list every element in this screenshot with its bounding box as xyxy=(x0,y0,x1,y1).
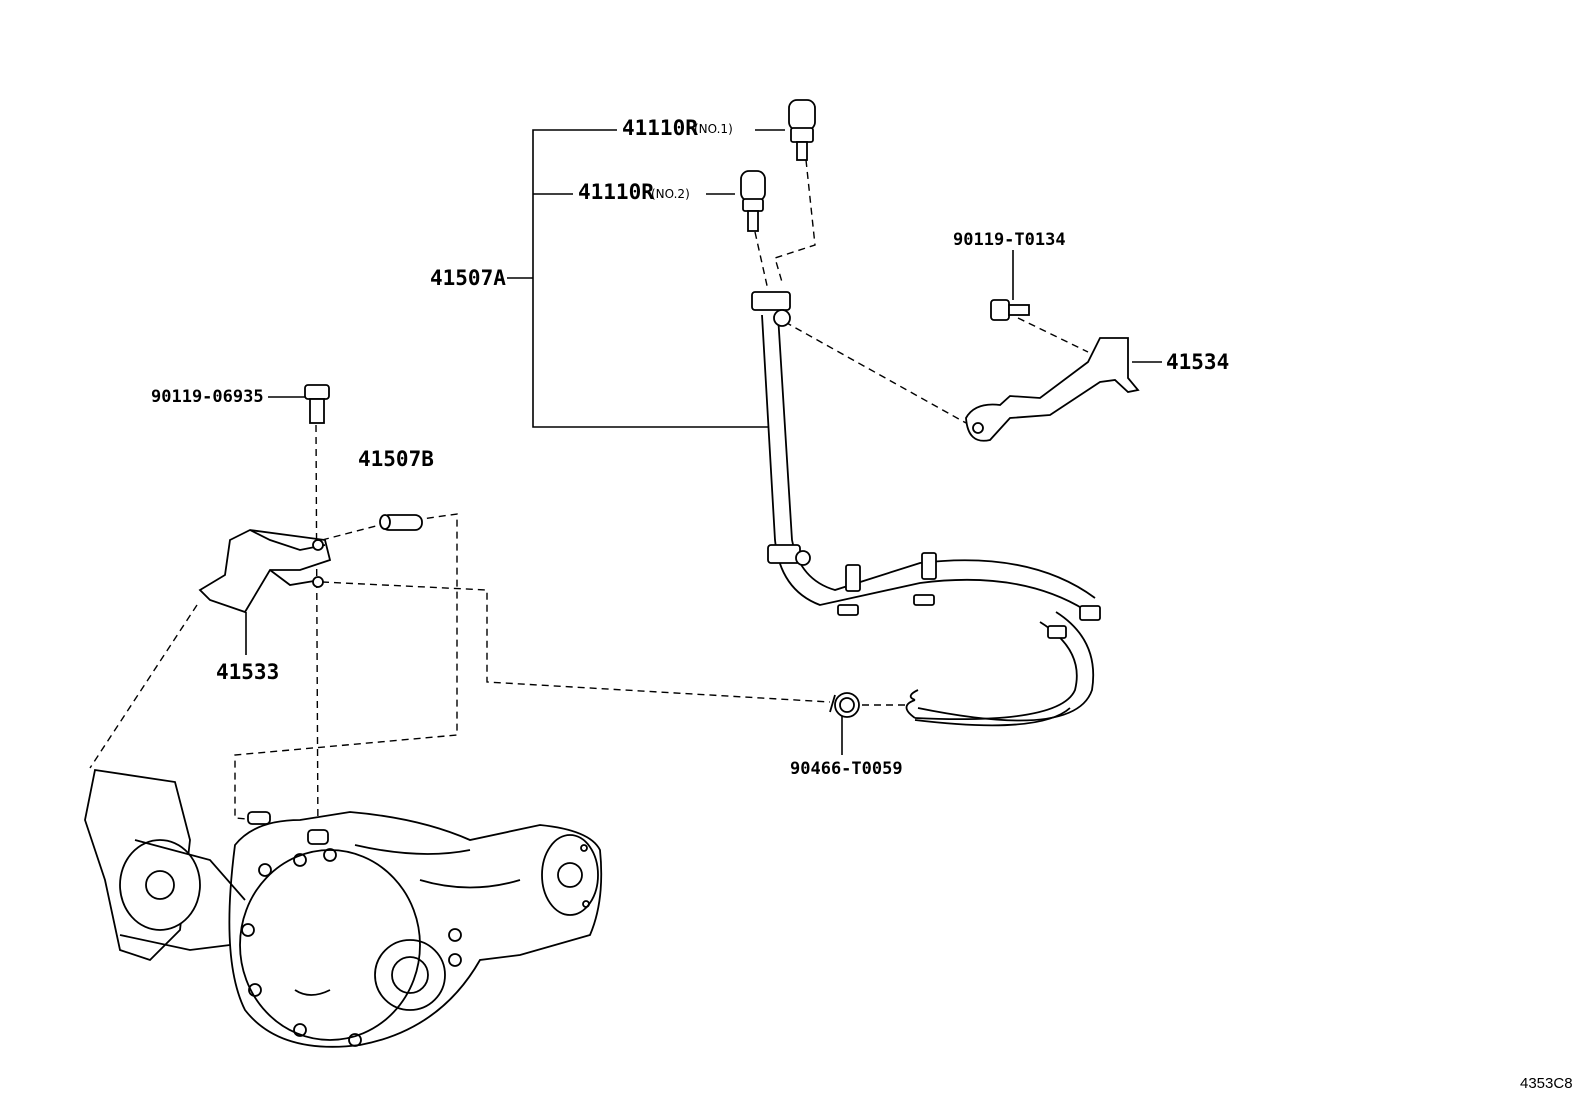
breather-plug-no2 xyxy=(740,170,766,232)
label-41534[interactable]: 41534 xyxy=(1166,350,1229,374)
breather-hose-assembly xyxy=(751,291,1101,727)
label-41533[interactable]: 41533 xyxy=(216,660,279,684)
diagram-id: 4353C8 xyxy=(1520,1075,1573,1092)
label-41110r-no2[interactable]: 41110R (NO.2) xyxy=(578,180,690,204)
bracket-41534 xyxy=(965,337,1140,442)
label-41507b[interactable]: 41507B xyxy=(358,447,434,471)
part-number-41110r-no1: 41110R xyxy=(622,116,698,140)
bolt-90119-06935 xyxy=(304,384,330,424)
part-note-no2: (NO.2) xyxy=(651,187,690,201)
label-90466-t0059[interactable]: 90466-T0059 xyxy=(790,759,903,779)
differential-housing xyxy=(84,768,603,1048)
leader-lines xyxy=(245,129,1162,755)
label-41507a[interactable]: 41507A xyxy=(430,266,506,290)
label-90119-06935[interactable]: 90119-06935 xyxy=(151,387,264,407)
part-note-no1: (NO.1) xyxy=(694,122,733,136)
bracket-41533 xyxy=(198,529,332,614)
label-90119-t0134[interactable]: 90119-T0134 xyxy=(953,230,1066,250)
label-41110r-no1[interactable]: 41110R (NO.1) xyxy=(622,116,733,140)
bolt-90119-t0134 xyxy=(990,299,1030,321)
hose-41507b xyxy=(379,514,423,531)
part-number-41110r-no2: 41110R xyxy=(578,180,654,204)
assembly-dashed-lines xyxy=(89,159,1089,846)
clamp-90466-t0059 xyxy=(829,692,860,718)
breather-plug-no1 xyxy=(788,99,816,161)
